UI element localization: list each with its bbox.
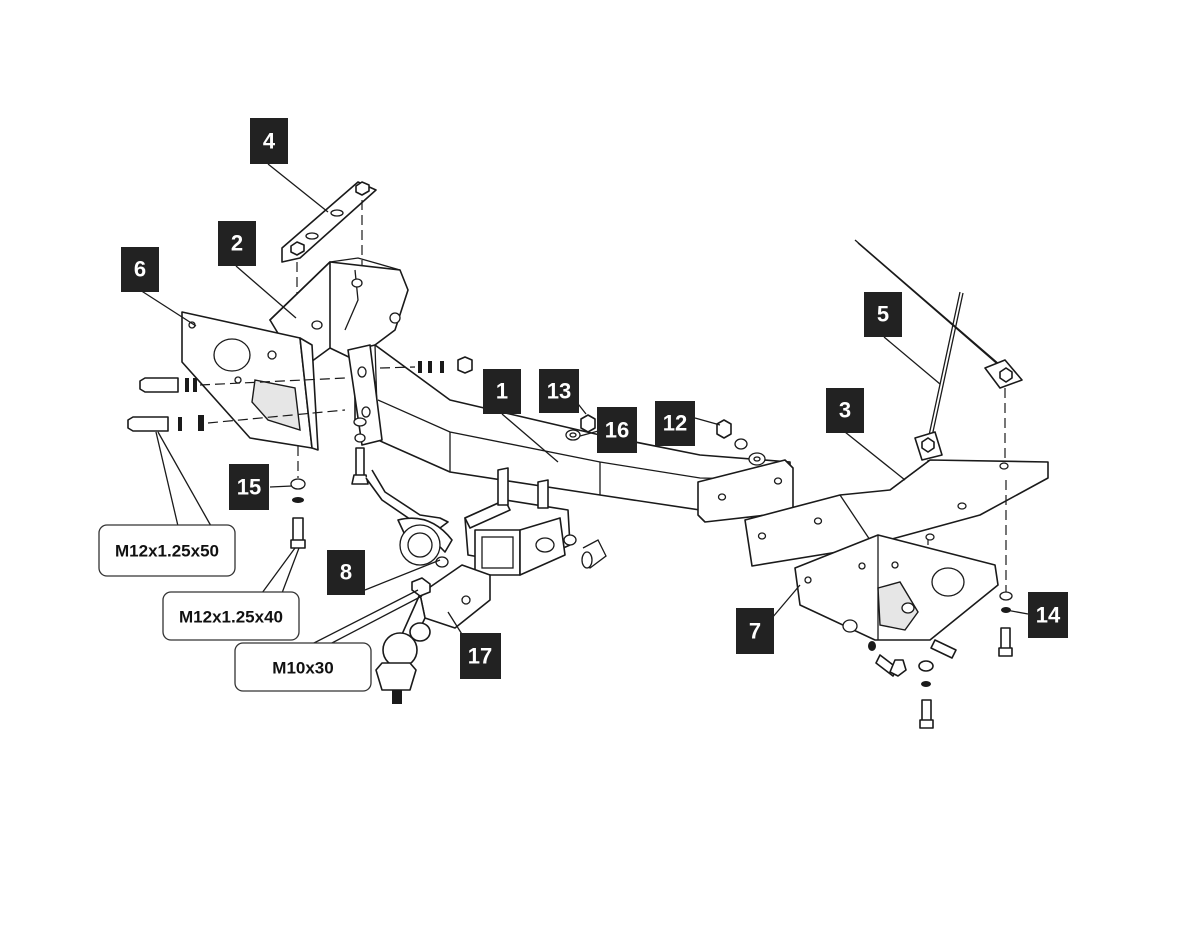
badge-14: 14 xyxy=(1028,592,1068,638)
beam-nut-set xyxy=(379,356,766,466)
badge-2-label: 2 xyxy=(231,231,243,256)
badge-2: 2 xyxy=(218,221,256,266)
callout-m12x1-25x50: M12x1.25x50 xyxy=(98,524,236,577)
badge-13-label: 13 xyxy=(547,379,571,404)
badge-16-label: 16 xyxy=(605,418,629,443)
badge-12-label: 12 xyxy=(663,411,687,436)
badge-15: 15 xyxy=(229,464,269,510)
badge-6-label: 6 xyxy=(134,257,146,282)
receiver-hitch xyxy=(464,467,607,576)
part-4-top-plate xyxy=(281,181,377,330)
badge-1-label: 1 xyxy=(496,379,508,404)
badge-6: 6 xyxy=(121,247,159,292)
part-5-tie-rods xyxy=(854,239,1023,545)
callout-m12x1-25x40: M12x1.25x40 xyxy=(162,591,300,641)
badge-1: 1 xyxy=(483,369,521,414)
part-8-socket-bracket xyxy=(397,517,453,568)
part-6-left-side-plate xyxy=(181,311,319,451)
badge-14-label: 14 xyxy=(1036,603,1061,628)
badge-8: 8 xyxy=(327,550,365,595)
badge-3: 3 xyxy=(826,388,864,433)
badge-16: 16 xyxy=(597,407,637,453)
leader-lines xyxy=(139,163,1029,648)
left-vertical-bolt xyxy=(290,417,449,549)
part-3-right-bracket xyxy=(744,459,1049,567)
right-bolt-set xyxy=(842,480,1013,729)
badge-15-label: 15 xyxy=(237,475,261,500)
part-1-main-beam xyxy=(347,344,794,523)
callout-m10x30: M10x30 xyxy=(234,642,372,692)
part-17-ball-mount xyxy=(375,564,491,704)
badge-7: 7 xyxy=(736,608,774,654)
part-7-right-side-plate xyxy=(794,534,999,641)
badge-12: 12 xyxy=(655,401,695,446)
badge-17-label: 17 xyxy=(468,644,492,669)
badge-8-label: 8 xyxy=(340,560,352,585)
badge-17: 17 xyxy=(460,633,501,679)
badge-7-label: 7 xyxy=(749,619,761,644)
badge-13: 13 xyxy=(539,369,579,413)
badge-3-label: 3 xyxy=(839,398,851,423)
callout-m12x1-25x40-text: M12x1.25x40 xyxy=(179,608,283,627)
callout-m12x1-25x50-text: M12x1.25x50 xyxy=(115,542,219,561)
callout-m10x30-text: M10x30 xyxy=(272,659,333,678)
badge-4-label: 4 xyxy=(263,129,276,154)
badge-5: 5 xyxy=(864,292,902,337)
left-bolt-set xyxy=(127,377,346,432)
badge-4: 4 xyxy=(250,118,288,164)
badge-5-label: 5 xyxy=(877,302,889,327)
